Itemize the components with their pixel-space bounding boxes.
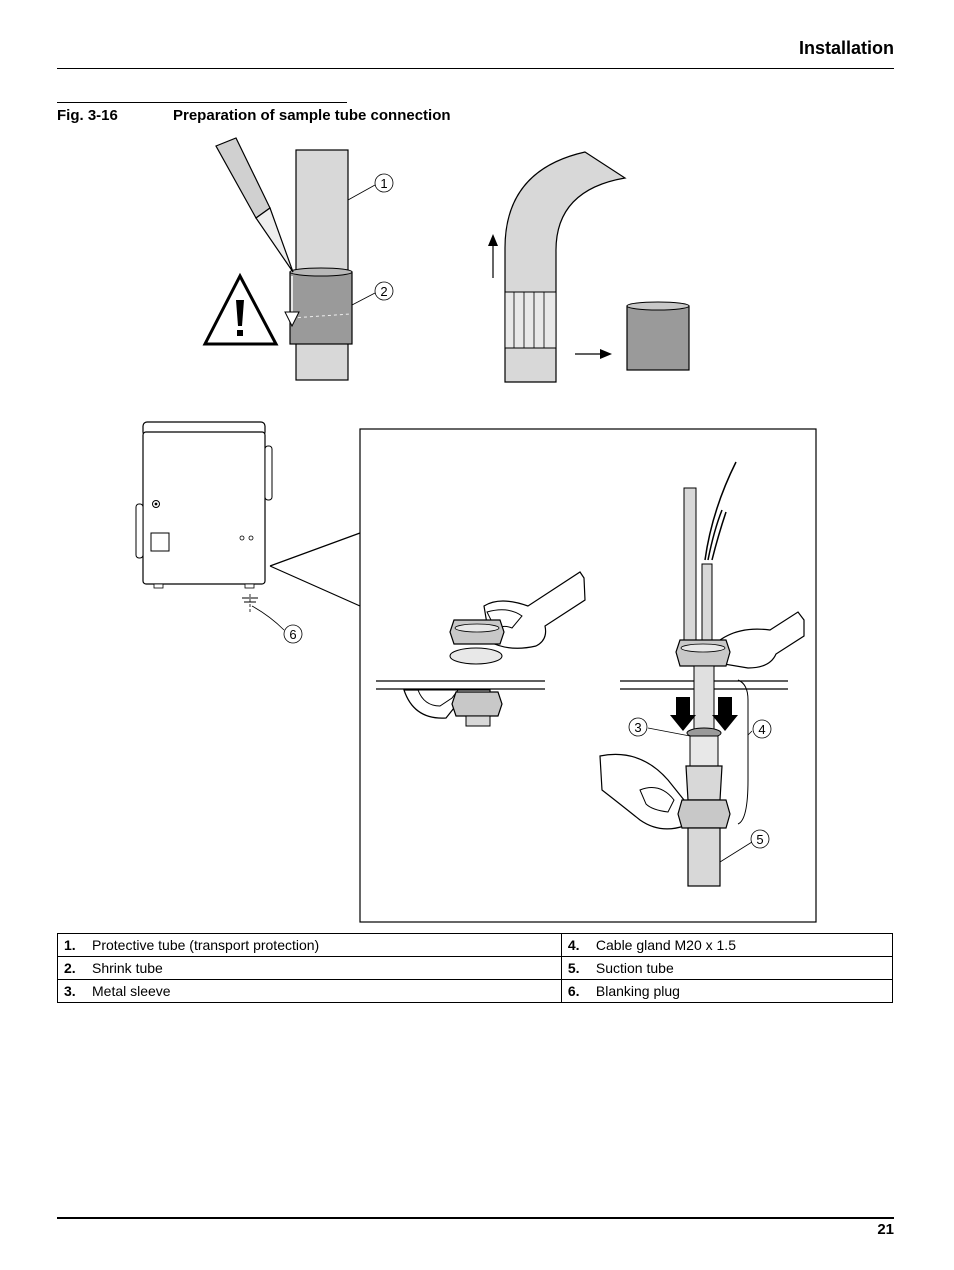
callout-1: 1 (374, 173, 394, 193)
legend-text: Metal sleeve (86, 979, 562, 1003)
installation-illustration: 1 2 (135, 137, 817, 923)
legend-text: Shrink tube (86, 956, 562, 980)
section-title: Installation (798, 38, 894, 58)
warning-icon (202, 272, 279, 346)
svg-text:5: 5 (756, 832, 763, 847)
legend-number: 2. (57, 956, 86, 980)
callout-4: 4 (752, 719, 772, 739)
page-number: 21 (877, 1221, 894, 1238)
legend-text: Cable gland M20 x 1.5 (589, 933, 893, 957)
callout-3: 3 (628, 717, 648, 737)
callout-2: 2 (374, 281, 394, 301)
svg-text:6: 6 (289, 627, 296, 642)
detail-frame (359, 428, 817, 923)
legend-row: 3. Metal sleeve 6. Blanking plug (57, 979, 893, 1003)
legend-table: 1. Protective tube (transport protection… (57, 933, 893, 1003)
legend-number: 3. (57, 979, 86, 1003)
svg-text:1: 1 (380, 176, 387, 191)
legend-number: 5. (560, 956, 590, 980)
tube-cutting-illustration (215, 137, 376, 381)
legend-row: 1. Protective tube (transport protection… (57, 933, 893, 957)
blanking-plug-detail (376, 571, 586, 727)
legend-number: 1. (57, 933, 86, 957)
figure-title: Preparation of sample tube connection (173, 107, 451, 124)
callout-5: 5 (750, 829, 770, 849)
bent-tube-illustration (488, 151, 690, 383)
footer-rule (57, 1217, 894, 1219)
legend-text: Suction tube (589, 956, 893, 980)
legend-row: 2. Shrink tube 5. Suction tube (57, 956, 893, 980)
header-rule (57, 68, 894, 69)
legend-number: 4. (560, 933, 590, 957)
instrument-housing (135, 421, 361, 631)
figure-rule (57, 102, 347, 103)
callout-6: 6 (283, 624, 303, 644)
svg-text:2: 2 (380, 284, 387, 299)
svg-text:3: 3 (634, 720, 641, 735)
cable-gland-detail (599, 461, 805, 887)
figure-number: Fig. 3-16 (57, 107, 118, 124)
legend-number: 6. (560, 979, 590, 1003)
legend-text: Blanking plug (589, 979, 893, 1003)
svg-text:4: 4 (758, 722, 765, 737)
legend-text: Protective tube (transport protection) (86, 933, 562, 957)
